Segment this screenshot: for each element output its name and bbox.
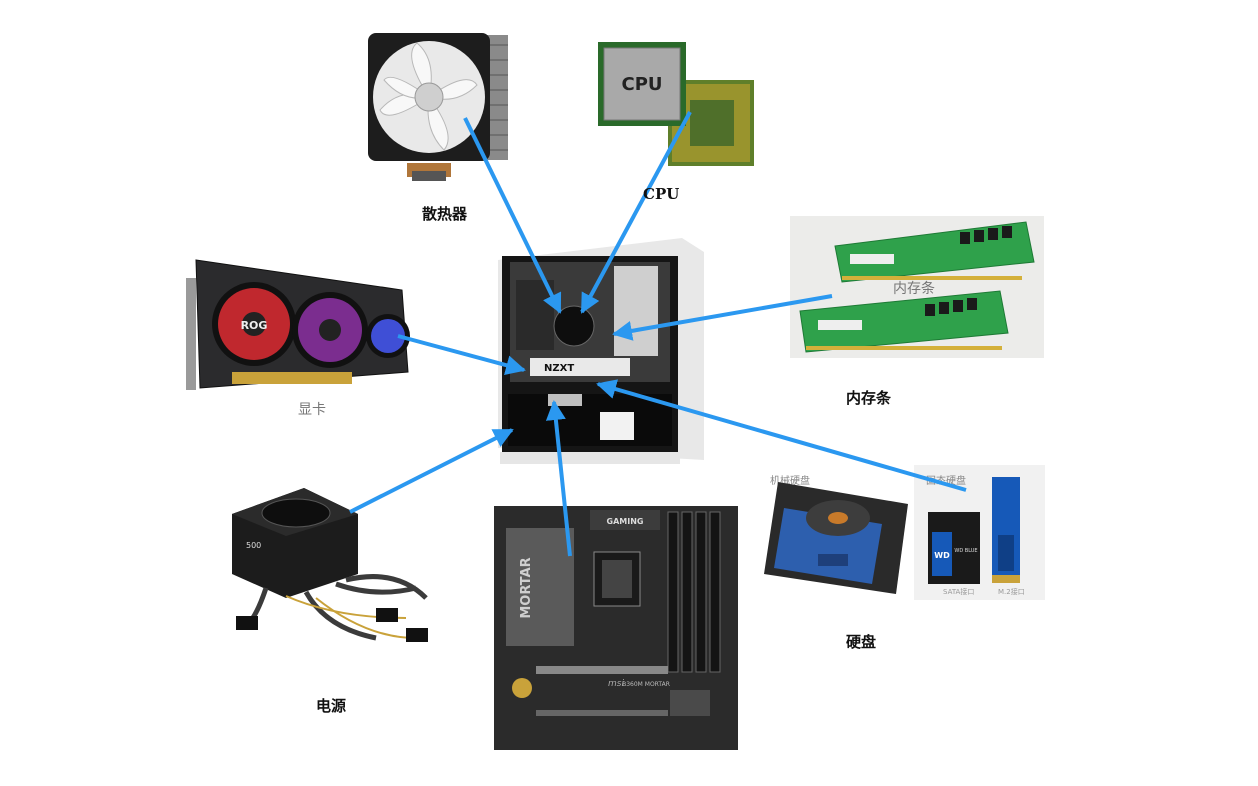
arrow-motherboard (545, 400, 572, 557)
arrow-ssd (596, 379, 967, 492)
arrow-cooler (463, 117, 562, 314)
gpu-image: ROG (186, 259, 410, 390)
cpu-chip-text: CPU (621, 74, 662, 95)
ssd-caption: 固态硬盘 (926, 476, 966, 487)
motherboard-brand: msi (608, 679, 624, 689)
ssd-model: WD BLUE (954, 548, 977, 554)
psu-rating: 500 (246, 541, 261, 550)
label-storage: 硬盘 (846, 633, 877, 651)
ssd-brand: WD (934, 551, 950, 560)
case-logo: NZXT (544, 363, 574, 374)
arrow-gpu (397, 334, 526, 375)
cpu-cooler-image (368, 33, 508, 181)
label-ram: 内存条 (846, 389, 892, 407)
label-cooler: 散热器 (422, 205, 468, 223)
motherboard-name: MORTAR (519, 557, 534, 618)
gpu-logo: ROG (241, 319, 268, 332)
ssd-sata-image: WD WD BLUE (928, 512, 980, 584)
label-psu: 电源 (316, 697, 347, 715)
psu-image: 500 (232, 488, 428, 642)
hdd-image (764, 482, 908, 594)
motherboard-badge: GAMING (607, 517, 644, 526)
label-gpu: 显卡 (298, 402, 326, 418)
sata-label: SATA接口 (943, 588, 975, 596)
label-cpu: CPU (643, 185, 680, 203)
arrow-psu (349, 428, 514, 514)
motherboard-image: MORTAR GAMING B360M MORTAR msi (494, 506, 738, 750)
hdd-caption: 机械硬盘 (770, 476, 810, 487)
m2-label: M.2接口 (998, 588, 1025, 596)
arrow-ram (612, 294, 833, 341)
ram-image (799, 221, 1035, 353)
ram-photo-caption: 内存条 (893, 281, 935, 297)
ssd-m2-image (992, 477, 1020, 583)
motherboard-model: B360M MORTAR (622, 681, 670, 688)
arrow-cpu (580, 111, 692, 314)
